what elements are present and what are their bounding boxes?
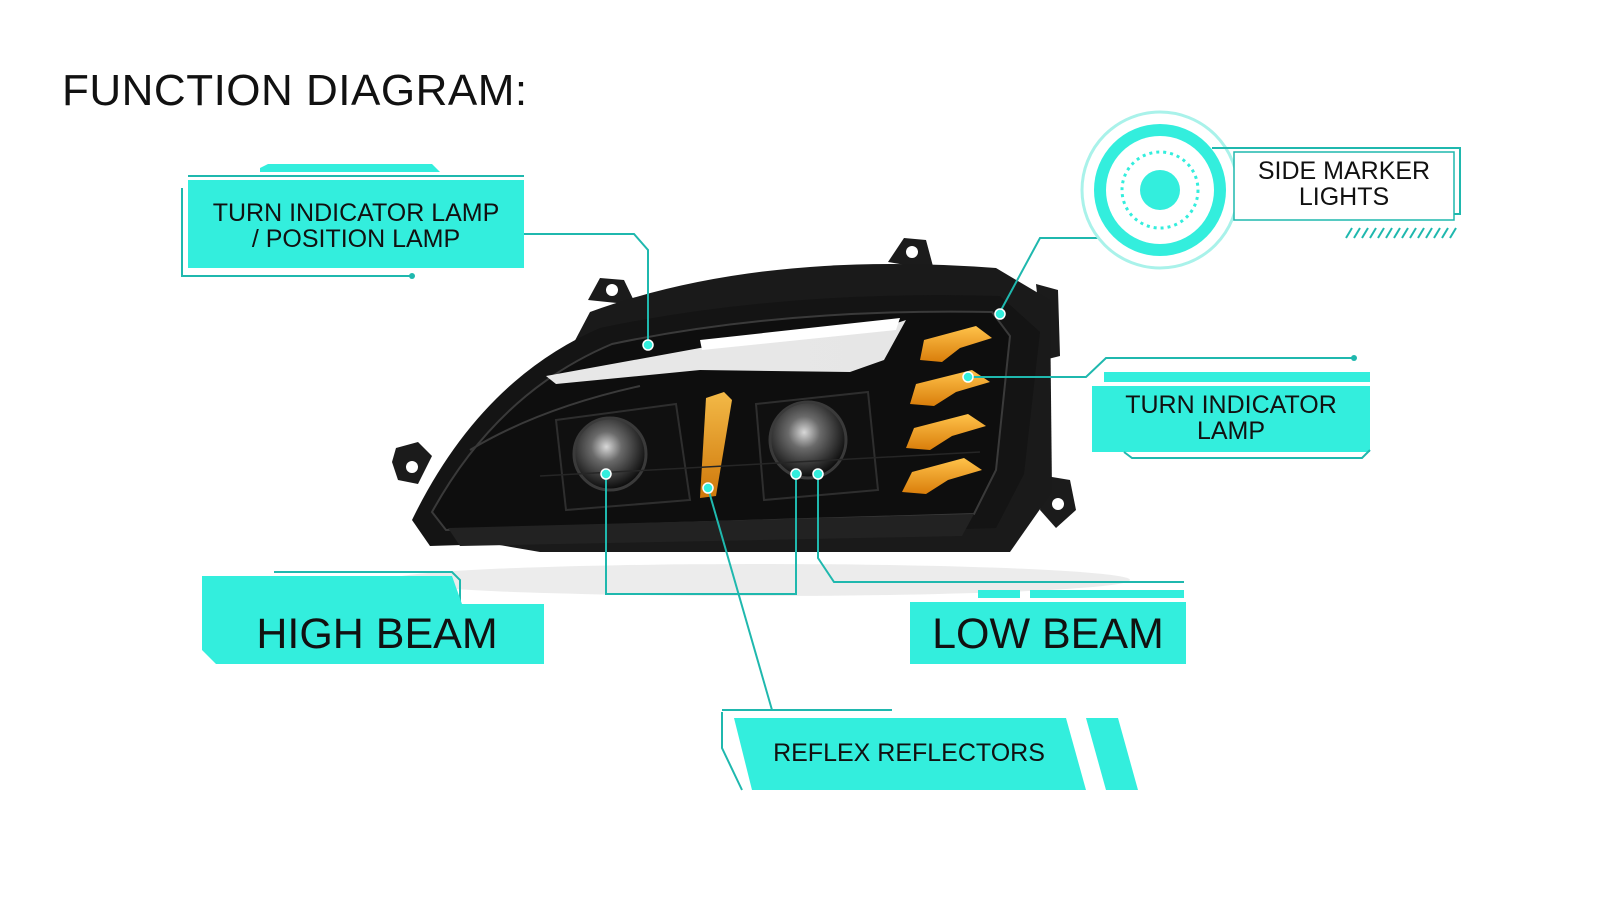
label-reflex: REFLEX REFLECTORS — [773, 739, 1045, 767]
label-turn-indicator-line2: LAMP — [1196, 417, 1266, 446]
label-turn-position-line2: / POSITION LAMP — [251, 225, 461, 254]
callout-reflex — [721, 709, 1138, 791]
leader-high-beam — [605, 476, 797, 595]
dot-turn-indicator — [962, 371, 974, 383]
label-side-marker: SIDE MARKER LIGHTS — [1234, 158, 1454, 211]
label-turn-indicator: TURN INDICATOR LAMP — [1092, 392, 1370, 445]
leader-lines — [524, 233, 1352, 711]
leader-low-beam — [817, 476, 1184, 583]
label-turn-indicator-line1: TURN INDICATOR — [1125, 391, 1337, 419]
dot-low-beam — [812, 468, 824, 480]
leader-turn-indicator — [970, 357, 1352, 378]
leader-side-marker — [999, 237, 1102, 313]
callout-side-marker — [1080, 110, 1461, 270]
callout-turn-indicator — [1092, 355, 1371, 459]
dot-high-beam-left — [600, 468, 612, 480]
dot-reflex — [702, 482, 714, 494]
label-turn-position: TURN INDICATOR LAMP / POSITION LAMP — [188, 200, 524, 253]
leader-turn-position — [524, 233, 649, 343]
callout-high-beam — [202, 571, 544, 664]
dot-side-marker — [994, 308, 1006, 320]
label-side-marker-line1: SIDE MARKER — [1257, 157, 1431, 185]
dot-drl — [642, 339, 654, 351]
callout-low-beam — [910, 590, 1186, 664]
label-turn-position-line1: TURN INDICATOR LAMP — [212, 199, 500, 227]
callout-turn-position — [181, 164, 524, 279]
headlight-assembly — [390, 238, 1130, 596]
leader-reflex — [707, 487, 773, 711]
page-title: FUNCTION DIAGRAM: — [62, 66, 528, 115]
label-high-beam: HIGH BEAM — [256, 610, 498, 658]
dot-high-beam-right — [790, 468, 802, 480]
label-side-marker-line2: LIGHTS — [1298, 183, 1390, 212]
leader-dots — [600, 308, 1006, 494]
label-low-beam: LOW BEAM — [932, 610, 1164, 658]
